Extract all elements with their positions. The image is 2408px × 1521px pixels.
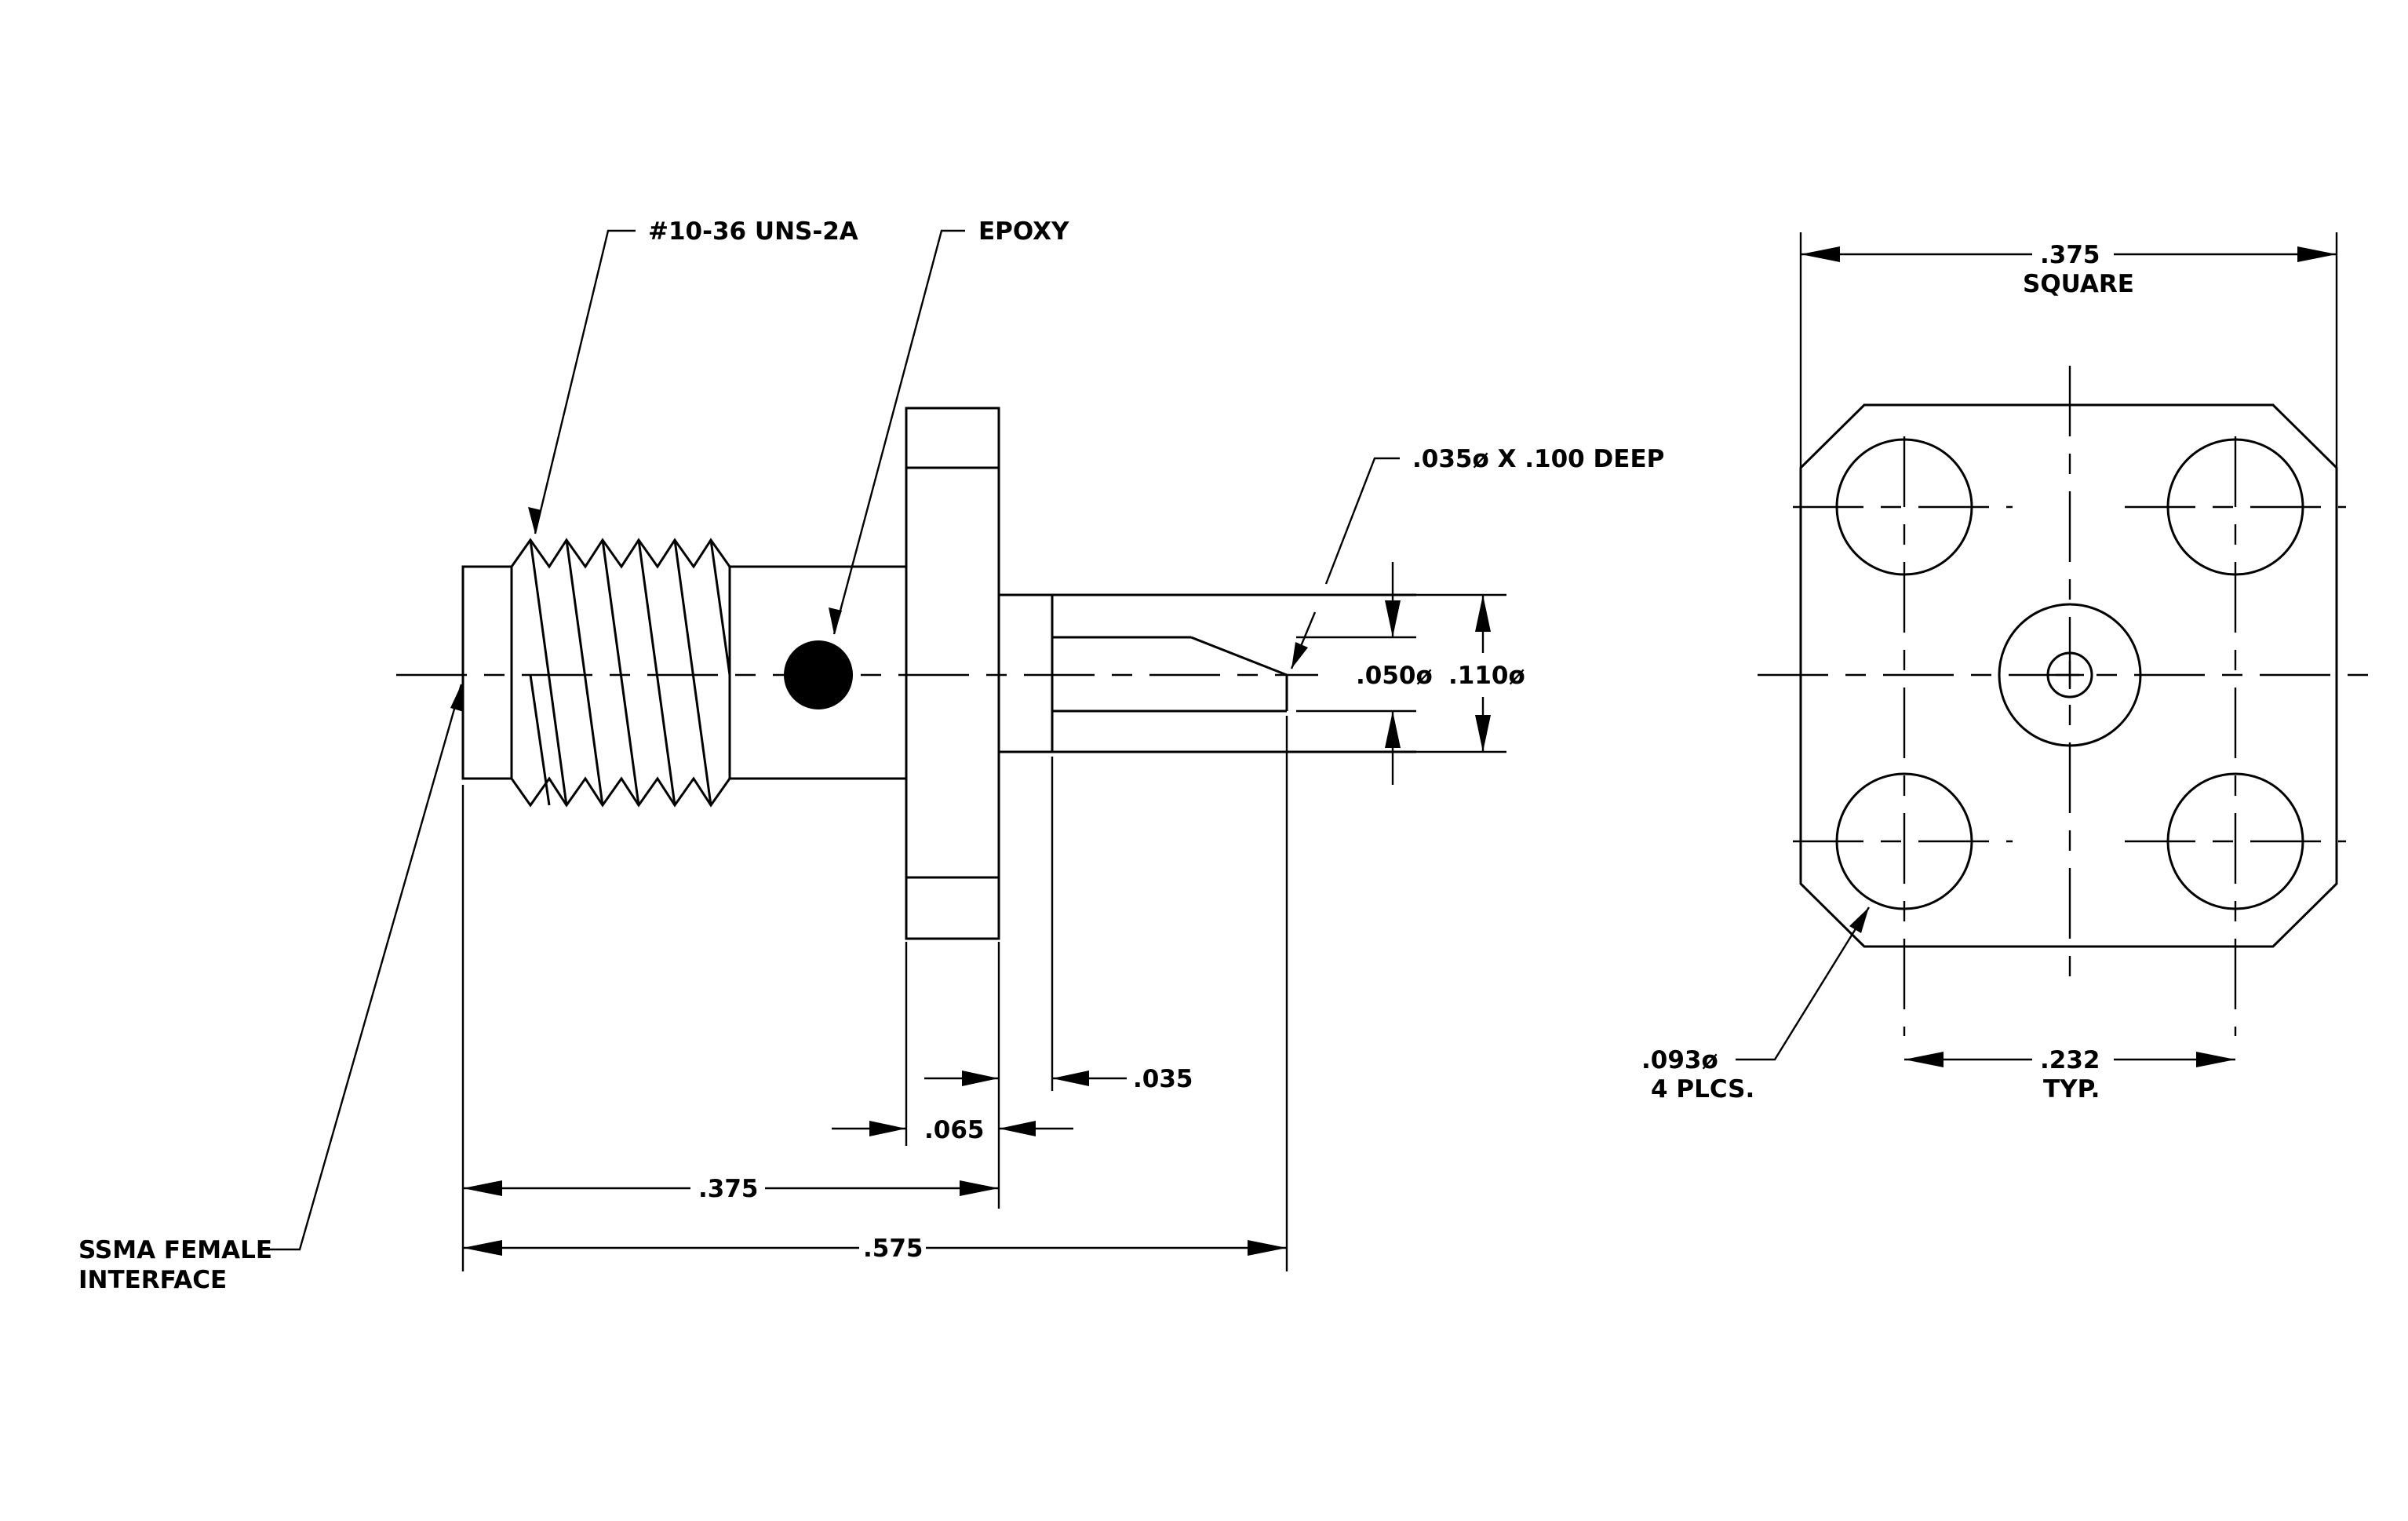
side-leaders [259,229,1400,1251]
flange-hole-callout-line2: 4 PLCS. [1651,1075,1754,1103]
mounting-hole-tr [2166,438,2304,576]
standoff [997,593,1054,753]
flange-thickness-label: .065 [924,1116,985,1144]
epoxy-callout: EPOXY [978,217,1069,246]
flange-width-label: .375 [2040,241,2100,269]
front-view [1758,366,2381,1036]
hole-spacing-note: TYP. [2043,1075,2100,1103]
epoxy-dot [784,640,853,709]
center-dielectric [1998,603,2142,747]
body-length-label: .375 [698,1175,759,1203]
thread-section [510,538,731,808]
interface-callout-line2: INTERFACE [78,1266,227,1294]
hole-spacing-label: .232 [2040,1046,2100,1074]
front-dimensions [1736,232,2338,1067]
mounting-hole-br [2166,772,2304,910]
labels: #10-36 UNS-2A EPOXY .035ø X .100 DEEP SS… [78,217,2134,1294]
interface-face [461,565,513,780]
interface-callout-line1: SSMA FEMALE [78,1236,272,1264]
center-pin-face [2046,651,2093,698]
square-flange-outline [1799,403,2338,948]
overall-length-label: .575 [863,1235,923,1263]
center-pin [1052,593,1416,753]
flange-hole-callout-line1: .093ø [1641,1046,1718,1074]
dielectric-diameter-label: .110ø [1448,662,1525,690]
standoff-label: .035 [1133,1065,1193,1093]
thread-callout: #10-36 UNS-2A [648,217,858,246]
side-dimensions [461,562,1506,1271]
flange-width-note: SQUARE [2023,270,2134,298]
side-view [396,407,1416,940]
pin-diameter-label: .050ø [1356,662,1433,690]
hole-callout: .035ø X .100 DEEP [1412,445,1664,473]
mounting-hole-tl [1835,438,1973,576]
mounting-hole-bl [1835,772,1973,910]
flange [905,407,1000,940]
